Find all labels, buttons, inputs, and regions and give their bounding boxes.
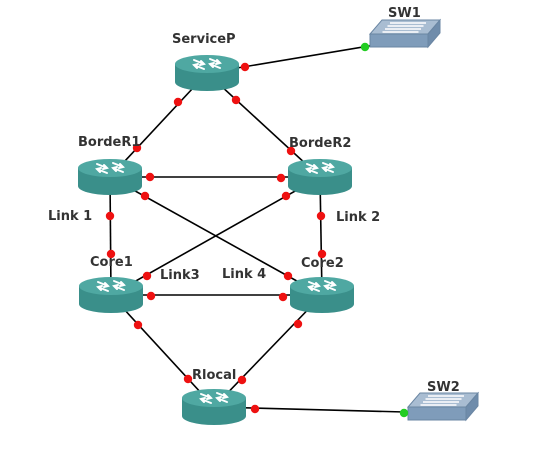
port-down-dot-core1 <box>133 320 143 330</box>
port-up-dot-sw2 <box>399 408 409 418</box>
port-down-dot-core2 <box>317 249 327 259</box>
sw1-switch-icon[interactable] <box>368 18 442 49</box>
port-down-dot-servicep <box>240 62 250 72</box>
port-down-dot-servicep <box>231 95 241 105</box>
port-down-dot-border2 <box>286 146 296 156</box>
sw2-switch-icon[interactable] <box>406 391 480 422</box>
core1-router-icon[interactable] <box>79 277 143 313</box>
port-down-dot-servicep <box>173 97 183 107</box>
rlocal-router-icon[interactable] <box>182 389 246 425</box>
port-down-dot-border1 <box>145 172 155 182</box>
core2-router-icon[interactable] <box>290 277 354 313</box>
label-sw2: SW2 <box>427 380 460 395</box>
label-border2: BordeR2 <box>289 136 352 151</box>
label-rlocal: Rlocal <box>192 368 237 383</box>
label-link1: Link 1 <box>48 209 93 224</box>
links-layer <box>109 39 444 414</box>
port-down-dot-core2 <box>293 319 303 329</box>
label-border1: BordeR1 <box>78 135 141 150</box>
label-sw1: SW1 <box>388 6 421 21</box>
link-core1-rlocal[interactable] <box>110 294 215 408</box>
nodes-layer <box>78 18 480 425</box>
port-down-dot-border2 <box>276 173 286 183</box>
port-down-dot-core2 <box>283 271 293 281</box>
label-core1: Core1 <box>90 255 133 270</box>
port-down-dot-core2 <box>278 292 288 302</box>
port-down-dot-border1 <box>132 143 142 153</box>
port-down-dot-rlocal <box>183 374 193 384</box>
label-core2: Core2 <box>301 256 344 271</box>
port-down-dot-rlocal <box>250 404 260 414</box>
label-link3: Link3 <box>160 268 200 283</box>
port-down-dot-border2 <box>281 191 291 201</box>
link-border1-core1[interactable] <box>109 176 112 296</box>
border2-router-icon[interactable] <box>288 159 352 195</box>
port-down-dot-border1 <box>140 191 150 201</box>
port-down-dot-core1 <box>106 249 116 259</box>
port-down-dot-core1 <box>142 271 152 281</box>
port-down-dot-border2 <box>316 211 326 221</box>
link-servicep-border2[interactable] <box>206 72 321 178</box>
border1-router-icon[interactable] <box>78 159 142 195</box>
link-border2-core2[interactable] <box>319 176 323 296</box>
ports-layer <box>105 42 409 418</box>
port-down-dot-border1 <box>105 211 115 221</box>
label-link4: Link 4 <box>222 267 267 282</box>
port-up-dot-sw1 <box>360 42 370 52</box>
label-servicep: ServiceP <box>172 32 236 47</box>
link-core2-rlocal[interactable] <box>213 294 323 408</box>
servicep-router-icon[interactable] <box>175 55 239 91</box>
label-link2: Link 2 <box>336 210 381 225</box>
port-down-dot-rlocal <box>237 375 247 385</box>
port-down-dot-core1 <box>146 291 156 301</box>
link-servicep-border1[interactable] <box>109 72 208 178</box>
